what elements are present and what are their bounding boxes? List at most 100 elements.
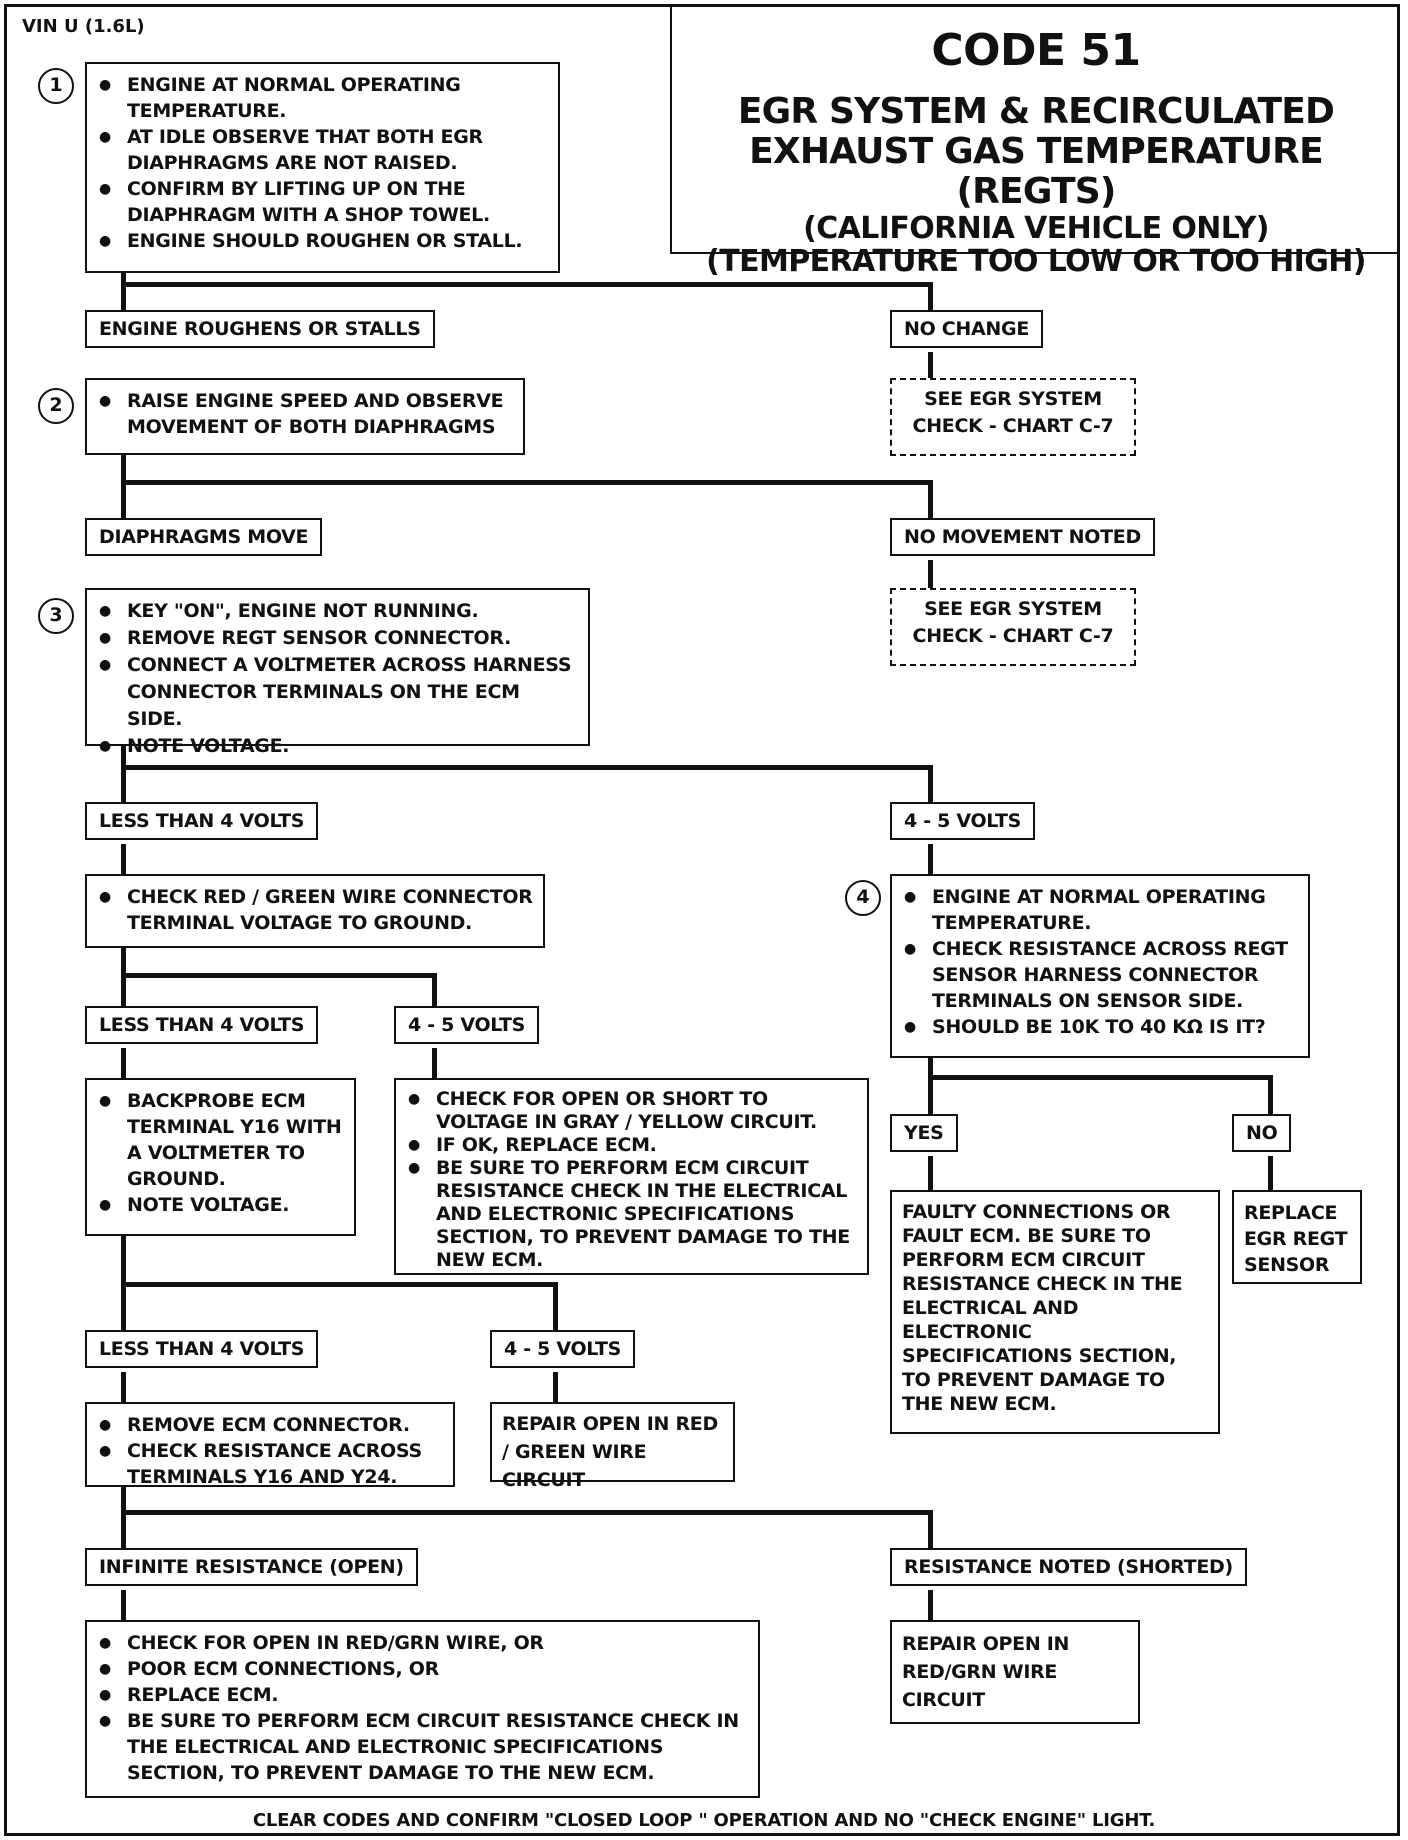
step-3-marker: 3	[38, 598, 74, 634]
check-open-short-item: IF OK, REPLACE ECM.	[408, 1134, 857, 1157]
connector-line	[928, 1058, 933, 1114]
connector-line	[121, 1048, 126, 1078]
remove-ecm-item: REMOVE ECM CONNECTOR.	[99, 1412, 443, 1438]
connector-line	[121, 844, 126, 874]
see-egr-check-2: SEE EGR SYSTEM CHECK - CHART C-7	[890, 588, 1136, 666]
remove-ecm-item: CHECK RESISTANCE ACROSS TERMINALS Y16 AN…	[99, 1438, 443, 1490]
replace-egr-sensor-box: REPLACE EGR REGT SENSOR	[1232, 1190, 1362, 1284]
yes-label: YES	[890, 1114, 958, 1152]
connector-line	[121, 1282, 558, 1287]
connector-line	[928, 1156, 933, 1190]
backprobe-box: BACKPROBE ECM TERMINAL Y16 WITH A VOLTME…	[85, 1078, 356, 1236]
step-3-item: CONNECT A VOLTMETER ACROSS HARNESS CONNE…	[99, 652, 578, 733]
connector-line	[121, 455, 126, 518]
connector-line	[928, 1590, 933, 1620]
remove-ecm-box: REMOVE ECM CONNECTOR. CHECK RESISTANCE A…	[85, 1402, 455, 1490]
connector-line	[121, 1510, 933, 1515]
step-1-item: AT IDLE OBSERVE THAT BOTH EGR DIAPHRAGMS…	[99, 124, 548, 176]
step-3-box: KEY "ON", ENGINE NOT RUNNING. REMOVE REG…	[85, 588, 590, 760]
step-3-item: KEY "ON", ENGINE NOT RUNNING.	[99, 598, 578, 625]
connector-line	[928, 1075, 1273, 1080]
check-open-red-grn-item: CHECK FOR OPEN IN RED/GRN WIRE, OR	[99, 1630, 748, 1656]
see-egr-line: CHECK - CHART C-7	[912, 625, 1114, 647]
step-2-marker: 2	[38, 388, 74, 424]
connector-line	[928, 560, 933, 588]
connector-line	[121, 765, 933, 770]
step-1-item: ENGINE SHOULD ROUGHEN OR STALL.	[99, 228, 548, 254]
backprobe-item: BACKPROBE ECM TERMINAL Y16 WITH A VOLTME…	[99, 1088, 344, 1192]
connector-line	[928, 1510, 933, 1548]
title-block: CODE 51 EGR SYSTEM & RECIRCULATED EXHAUS…	[670, 4, 1400, 278]
check-open-red-grn-item: REPLACE ECM.	[99, 1682, 748, 1708]
connector-line	[928, 480, 933, 518]
check-open-red-grn-item: POOR ECM CONNECTIONS, OR	[99, 1656, 748, 1682]
diaphragms-move-label: DIAPHRAGMS MOVE	[85, 518, 323, 556]
title-line-1: EGR SYSTEM & RECIRCULATED	[737, 91, 1335, 132]
repair-open-red-grn-box: REPAIR OPEN IN RED/GRN WIRE CIRCUIT	[890, 1620, 1140, 1724]
title-line-2: EXHAUST GAS TEMPERATURE (REGTS)	[749, 131, 1324, 212]
code-title: CODE 51	[931, 25, 1141, 76]
step-4-box: ENGINE AT NORMAL OPERATING TEMPERATURE. …	[890, 874, 1310, 1058]
engine-roughens-label: ENGINE ROUGHENS OR STALLS	[85, 310, 435, 348]
connector-line	[928, 352, 933, 378]
step-1-box: ENGINE AT NORMAL OPERATING TEMPERATURE. …	[85, 62, 560, 273]
repair-open-red-green-box: REPAIR OPEN IN RED / GREEN WIRE CIRCUIT	[490, 1402, 735, 1491]
check-red-green-item: CHECK RED / GREEN WIRE CONNECTOR TERMINA…	[99, 884, 533, 936]
see-egr-check-1: SEE EGR SYSTEM CHECK - CHART C-7	[890, 378, 1136, 456]
connector-line	[121, 273, 126, 310]
connector-line	[1268, 1075, 1273, 1114]
step-4-item: CHECK RESISTANCE ACROSS REGT SENSOR HARN…	[904, 936, 1294, 1014]
step-4-marker: 4	[845, 880, 881, 916]
infinite-resistance-label: INFINITE RESISTANCE (OPEN)	[85, 1548, 418, 1586]
less-than-4-volts-b: LESS THAN 4 VOLTS	[85, 1006, 319, 1044]
connector-line	[121, 973, 437, 978]
no-change-label: NO CHANGE	[890, 310, 1043, 348]
connector-line	[1268, 1156, 1273, 1190]
connector-line	[121, 1590, 126, 1620]
step-2-item: RAISE ENGINE SPEED AND OBSERVE MOVEMENT …	[99, 388, 513, 440]
step-3-item: REMOVE REGT SENSOR CONNECTOR.	[99, 625, 578, 652]
step-1-item: ENGINE AT NORMAL OPERATING TEMPERATURE.	[99, 72, 548, 124]
see-egr-line: CHECK - CHART C-7	[912, 415, 1114, 437]
check-open-red-grn-box: CHECK FOR OPEN IN RED/GRN WIRE, OR POOR …	[85, 1620, 760, 1798]
see-egr-line: SEE EGR SYSTEM	[924, 388, 1102, 410]
faulty-connections-box: FAULTY CONNECTIONS OR FAULT ECM. BE SURE…	[890, 1190, 1220, 1434]
check-open-red-grn-item: BE SURE TO PERFORM ECM CIRCUIT RESISTANC…	[99, 1708, 748, 1786]
title-line-3: (CALIFORNIA VEHICLE ONLY)	[803, 211, 1269, 246]
footer-instruction: CLEAR CODES AND CONFIRM "CLOSED LOOP " O…	[252, 1810, 1156, 1831]
connector-line	[928, 765, 933, 802]
check-open-short-box: CHECK FOR OPEN OR SHORT TO VOLTAGE IN GR…	[394, 1078, 869, 1275]
no-movement-label: NO MOVEMENT NOTED	[890, 518, 1155, 556]
title-line-4: (TEMPERATURE TOO LOW OR TOO HIGH)	[706, 244, 1366, 279]
connector-line	[553, 1372, 558, 1402]
resistance-noted-label: RESISTANCE NOTED (SHORTED)	[890, 1548, 1247, 1586]
4-5-volts-b: 4 - 5 VOLTS	[394, 1006, 539, 1044]
step-2-box: RAISE ENGINE SPEED AND OBSERVE MOVEMENT …	[85, 378, 525, 455]
step-1-marker: 1	[38, 68, 74, 104]
connector-line	[928, 844, 933, 874]
4-5-volts-a: 4 - 5 VOLTS	[890, 802, 1035, 840]
connector-line	[121, 1458, 126, 1548]
step-1-item: CONFIRM BY LIFTING UP ON THE DIAPHRAGM W…	[99, 176, 548, 228]
check-open-short-item: CHECK FOR OPEN OR SHORT TO VOLTAGE IN GR…	[408, 1088, 857, 1134]
connector-line	[121, 1372, 126, 1402]
backprobe-item: NOTE VOLTAGE.	[99, 1192, 344, 1218]
less-than-4-volts-c: LESS THAN 4 VOLTS	[85, 1330, 319, 1368]
less-than-4-volts-a: LESS THAN 4 VOLTS	[85, 802, 319, 840]
connector-line	[553, 1282, 558, 1330]
check-red-green-box: CHECK RED / GREEN WIRE CONNECTOR TERMINA…	[85, 874, 545, 948]
no-label: NO	[1232, 1114, 1292, 1152]
step-4-item: SHOULD BE 10K TO 40 KΩ IS IT?	[904, 1014, 1294, 1040]
step-4-item: ENGINE AT NORMAL OPERATING TEMPERATURE.	[904, 884, 1294, 936]
vin-label: VIN U (1.6L)	[22, 16, 145, 37]
step-3-item: NOTE VOLTAGE.	[99, 733, 578, 760]
connector-line	[432, 973, 437, 1006]
page-border	[4, 4, 1400, 1836]
4-5-volts-c: 4 - 5 VOLTS	[490, 1330, 635, 1368]
see-egr-line: SEE EGR SYSTEM	[924, 598, 1102, 620]
connector-line	[121, 480, 933, 485]
connector-line	[432, 1048, 437, 1078]
connector-line	[121, 282, 933, 287]
connector-line	[121, 746, 126, 802]
